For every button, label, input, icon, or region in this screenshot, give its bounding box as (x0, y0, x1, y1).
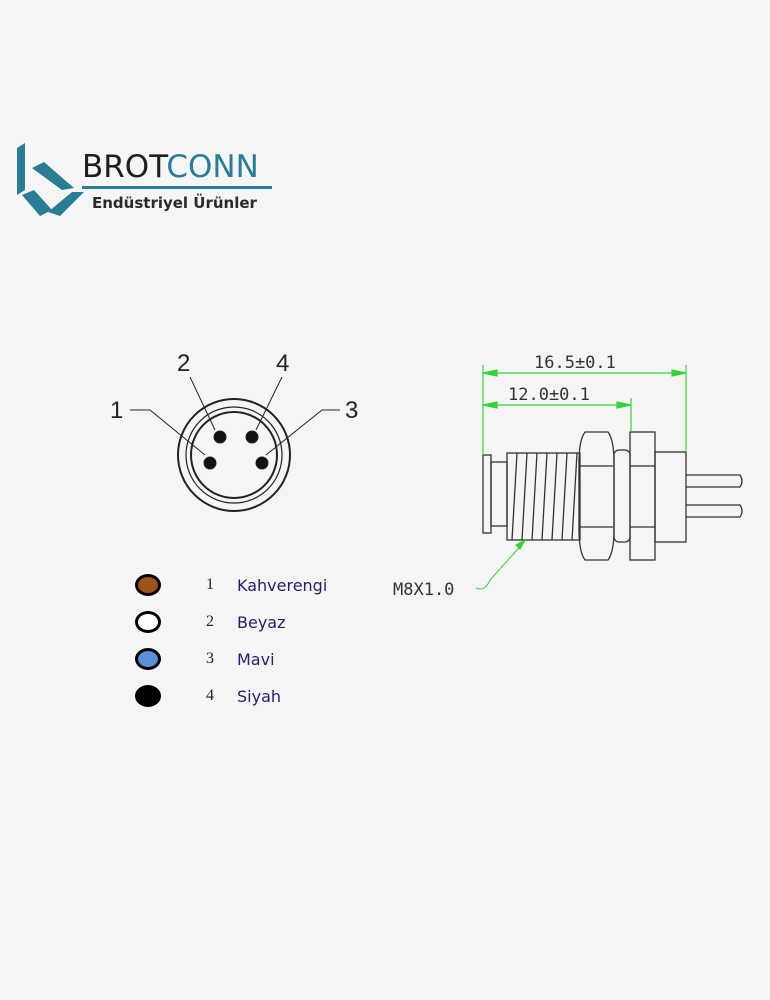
pin-face-view (130, 376, 340, 512)
white-dot-icon (135, 611, 161, 633)
legend-label: Kahverengi (237, 575, 328, 595)
thread (506, 452, 581, 541)
legend-item: 1 Kahverengi (135, 570, 327, 600)
pin-1 (203, 456, 217, 470)
side-view (482, 431, 743, 561)
brand-part2: CONN (166, 149, 259, 185)
pin-label-2: 2 (177, 350, 190, 377)
black-dot-icon (135, 685, 161, 707)
legend-label: Mavi (237, 649, 275, 669)
brand-underline (82, 186, 272, 189)
pin-label-4: 4 (276, 350, 289, 377)
pin-label-3: 3 (345, 397, 358, 424)
legend-label: Siyah (237, 686, 282, 706)
brand-tagline: Endüstriyel Ürünler (92, 194, 257, 212)
brand-name: BROTCONN (82, 150, 259, 184)
pin-2 (213, 430, 227, 444)
blue-dot-icon (135, 648, 161, 670)
dimension-lines (475, 365, 687, 590)
dimension-total-length: 16.5±0.1 (534, 353, 616, 373)
dimension-thread-length: 12.0±0.1 (508, 385, 590, 405)
legend-pin: 3 (206, 650, 214, 667)
legend-pin: 1 (206, 576, 214, 593)
legend-label: Beyaz (237, 612, 286, 632)
brand-part1: BROT (82, 149, 167, 185)
legend-item: 3 Mavi (135, 644, 275, 674)
pin-4 (245, 430, 259, 444)
legend-item: 4 Siyah (135, 681, 281, 711)
thread-size-label: M8X1.0 (393, 580, 454, 600)
logo-mark-icon (17, 143, 84, 216)
legend-pin: 2 (206, 613, 214, 630)
pin-label-1: 1 (110, 397, 123, 424)
legend-pin: 4 (206, 687, 214, 704)
brown-dot-icon (135, 574, 161, 596)
legend-item: 2 Beyaz (135, 607, 286, 637)
pin-3 (255, 456, 269, 470)
